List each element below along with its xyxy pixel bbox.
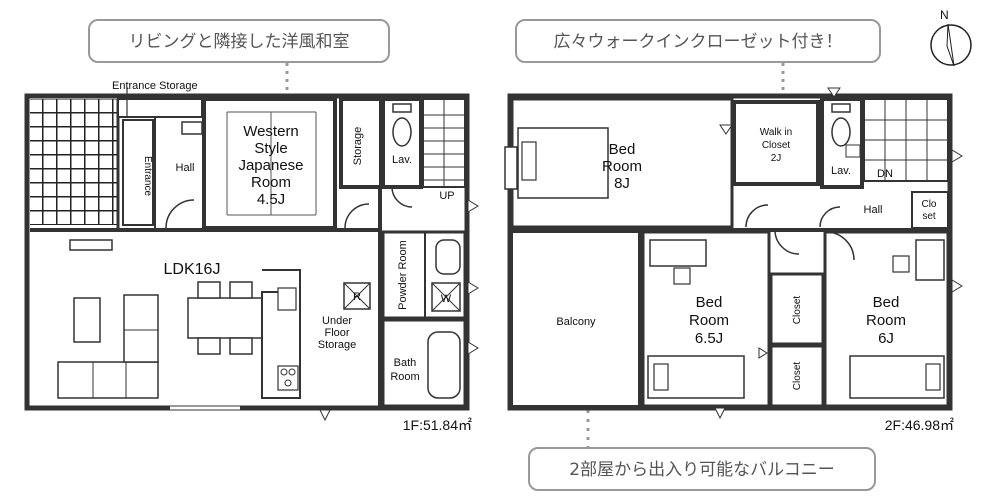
callout-walk-in-closet-text: 広々ウォークインクローゼット付き！: [554, 32, 843, 52]
washer-mark: W: [441, 293, 452, 305]
dn-label: DN: [877, 168, 893, 180]
wic-line2: Closet: [762, 140, 791, 151]
storage-label-f1: Storage: [352, 127, 364, 166]
callout-balcony: 2部屋から出入り可能なバルコニー: [528, 343, 876, 491]
bed65-line3: 6.5J: [695, 330, 723, 347]
entrance-label: Entrance: [142, 156, 153, 196]
balcony-label: Balcony: [556, 316, 596, 328]
ldk-label: LDK16J: [164, 261, 221, 278]
hall-label-f2: Hall: [864, 204, 883, 216]
bed8-line1: Bed: [609, 141, 636, 158]
closet-b-label: Closet: [792, 362, 803, 391]
floor2-plan: [504, 87, 963, 420]
callout-walk-in-closet: 広々ウォークインクローゼット付き！: [515, 19, 881, 110]
western-room-line5: 4.5J: [257, 191, 285, 208]
bed65-line2: Room: [689, 312, 729, 329]
western-room-line4: Room: [251, 174, 291, 191]
lav-label-f2: Lav.: [831, 165, 851, 177]
wic-line1: Walk in: [760, 127, 792, 138]
bed8-line3: 8J: [614, 175, 630, 192]
closet-small-line1: Clo: [921, 199, 936, 210]
bed6-line1: Bed: [873, 294, 900, 311]
bath-room-line2: Room: [390, 371, 419, 383]
western-room-line2: Style: [254, 140, 287, 157]
entrance-storage-label: Entrance Storage: [112, 80, 198, 92]
callout-living-adjacent: リビングと隣接した洋風和室: [88, 19, 390, 92]
up-label: UP: [439, 190, 454, 202]
wic-line3: 2J: [771, 153, 782, 164]
callout-balcony-text: 2部屋から出入り可能なバルコニー: [569, 460, 834, 480]
bed6-line2: Room: [866, 312, 906, 329]
refrigerator-mark: R: [353, 291, 361, 303]
closet-a-label: Closet: [792, 296, 803, 325]
lav-label-f1: Lav.: [392, 154, 412, 166]
bed65-line1: Bed: [696, 294, 723, 311]
compass-north-label: N: [940, 8, 949, 22]
underfloor-line3: Storage: [318, 339, 357, 351]
bath-room-line1: Bath: [394, 357, 417, 369]
compass-icon: N: [930, 8, 972, 67]
hall-label-f1: Hall: [176, 162, 195, 174]
western-room-line3: Japanese: [238, 157, 303, 174]
underfloor-line2: Floor: [324, 327, 349, 339]
floor1-plan: [24, 87, 479, 422]
bed8-line2: Room: [602, 158, 642, 175]
closet-small-line2: set: [922, 211, 936, 222]
floor1-area-label: 1F:51.84㎡: [403, 417, 472, 433]
bed6-line3: 6J: [878, 330, 894, 347]
floor2-area-label: 2F:46.98㎡: [885, 417, 954, 433]
callout-living-adjacent-text: リビングと隣接した洋風和室: [129, 32, 350, 52]
underfloor-line1: Under: [322, 315, 352, 327]
western-room-line1: Western: [243, 123, 299, 140]
powder-room-label: Powder Room: [397, 240, 409, 310]
